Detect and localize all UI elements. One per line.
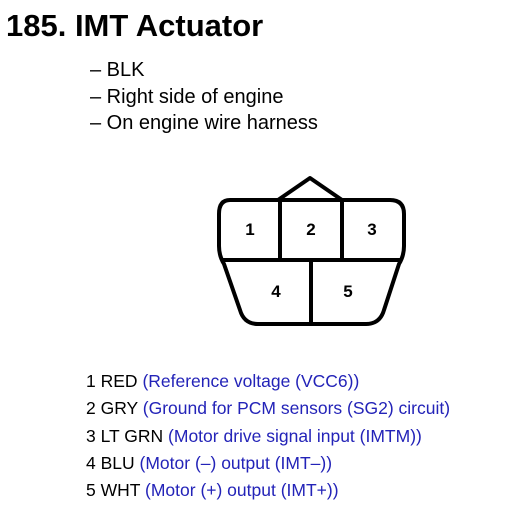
cavity-label-2: 2: [306, 220, 315, 239]
page-title: 185. IMT Actuator: [6, 8, 264, 43]
pin-number: 4: [86, 452, 96, 473]
cavity-label-1: 1: [245, 220, 254, 239]
wire-color: WHT: [100, 480, 141, 501]
wire-color: LT GRN: [100, 425, 164, 446]
pin-description: (Motor (+) output (IMT+)): [145, 480, 339, 501]
connector-location-note: – Right side of engine: [90, 85, 284, 108]
connector-lock-tab: [276, 176, 344, 202]
pin-description: (Reference voltage (VCC6)): [142, 371, 360, 391]
pin-number: 5: [86, 480, 96, 501]
pin-row: 2 GRY (Ground for PCM sensors (SG2) circ…: [86, 395, 450, 422]
cavity-label-5: 5: [343, 282, 352, 301]
connector-color-note: – BLK: [90, 59, 145, 81]
cavity-label-4: 4: [271, 282, 281, 301]
pin-number: 2: [86, 398, 96, 419]
pinout-list: 1 RED (Reference voltage (VCC6)) 2 GRY (…: [86, 368, 450, 504]
pin-row: 3 LT GRN (Motor drive signal input (IMTM…: [86, 423, 450, 450]
connector-harness-note: – On engine wire harness: [90, 112, 318, 134]
pin-description: (Motor (–) output (IMT–)): [139, 452, 333, 473]
pin-number: 1: [86, 371, 96, 391]
pin-row: 1 RED (Reference voltage (VCC6)): [86, 368, 450, 395]
wire-color: BLU: [100, 452, 135, 473]
pin-row: 5 WHT (Motor (+) output (IMT+)): [86, 477, 450, 504]
cavity-label-3: 3: [367, 220, 376, 239]
wire-color: GRY: [100, 398, 138, 419]
pin-description: (Motor drive signal input (IMTM)): [168, 425, 422, 446]
pin-description: (Ground for PCM sensors (SG2) circuit): [142, 398, 451, 419]
connector-details-list: – BLK – Right side of engine – On engine…: [90, 57, 318, 137]
wire-color: RED: [100, 371, 138, 391]
pin-row: 4 BLU (Motor (–) output (IMT–)): [86, 450, 450, 477]
pin-number: 3: [86, 425, 96, 446]
